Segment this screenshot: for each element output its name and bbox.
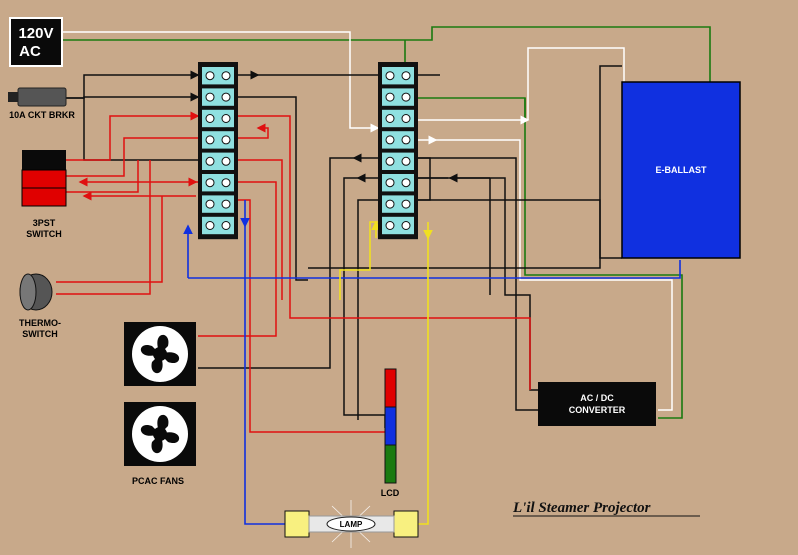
terminal-screw <box>221 221 231 230</box>
power-source: 120V AC <box>9 17 63 67</box>
wires-white <box>62 31 673 411</box>
terminal-strip-left <box>198 62 238 240</box>
diagram-title: L'il Steamer Projector <box>512 500 651 516</box>
fans-label: PCAC FANS <box>132 476 184 486</box>
terminal-screw <box>401 199 411 209</box>
wires-yellow <box>339 220 433 525</box>
terminal-strip-right <box>378 62 418 240</box>
terminal-screw <box>205 178 215 188</box>
switch-label-2: SWITCH <box>26 229 62 239</box>
terminal-screw <box>221 135 231 145</box>
terminal-screw <box>221 92 231 102</box>
terminal-screw <box>401 114 411 123</box>
fan-bottom <box>124 402 196 466</box>
terminal-screw <box>205 71 215 81</box>
terminal-screw <box>385 156 395 166</box>
terminal-screw <box>401 135 411 145</box>
terminal-screw <box>205 199 215 209</box>
wires-black <box>66 65 622 428</box>
terminal-screw <box>221 71 231 81</box>
terminal-screw <box>385 221 395 230</box>
terminal-screw <box>205 156 215 166</box>
power-label-1: 120V <box>18 25 53 42</box>
terminal-screw <box>385 199 395 209</box>
thermo-switch: THERMO- SWITCH <box>19 273 61 339</box>
fan-top <box>124 322 196 386</box>
switch-3pst: 3PST SWITCH <box>21 150 67 239</box>
terminal-screw <box>221 156 231 166</box>
terminal-screw <box>205 92 215 102</box>
thermo-label-2: SWITCH <box>22 329 58 339</box>
lcd-panel: LCD <box>381 368 400 498</box>
terminal-screw <box>401 178 411 188</box>
terminal-screw <box>221 199 231 209</box>
switch-label-1: 3PST <box>33 218 56 228</box>
converter-label-1: AC / DC <box>580 393 614 403</box>
terminal-screw <box>221 178 231 188</box>
power-label-2: AC <box>19 43 41 60</box>
wires-blue <box>183 200 681 525</box>
terminal-screw <box>401 156 411 166</box>
terminal-screw <box>385 71 395 81</box>
converter-label-2: CONVERTER <box>569 405 626 415</box>
lcd-label: LCD <box>381 488 400 498</box>
e-ballast: E-BALLAST <box>621 81 741 259</box>
terminal-screw <box>401 221 411 230</box>
terminal-screw <box>205 221 215 230</box>
lamp-assembly: LAMP <box>284 500 419 548</box>
thermo-label-1: THERMO- <box>19 318 61 328</box>
terminal-screw <box>401 92 411 102</box>
lamp-label: LAMP <box>340 520 363 529</box>
terminal-screw <box>205 135 215 145</box>
terminal-screw <box>385 135 395 145</box>
terminal-screw <box>385 114 395 123</box>
terminal-screw <box>221 114 231 123</box>
breaker-label: 10A CKT BRKR <box>9 110 75 120</box>
terminal-screw <box>205 114 215 123</box>
ac-dc-converter: AC / DC CONVERTER <box>538 382 656 426</box>
terminal-screw <box>401 71 411 81</box>
circuit-breaker: 10A CKT BRKR <box>8 87 75 120</box>
terminal-screw <box>385 178 395 188</box>
ballast-label: E-BALLAST <box>656 165 707 175</box>
terminal-screw <box>385 92 395 102</box>
wires-red <box>56 111 531 433</box>
